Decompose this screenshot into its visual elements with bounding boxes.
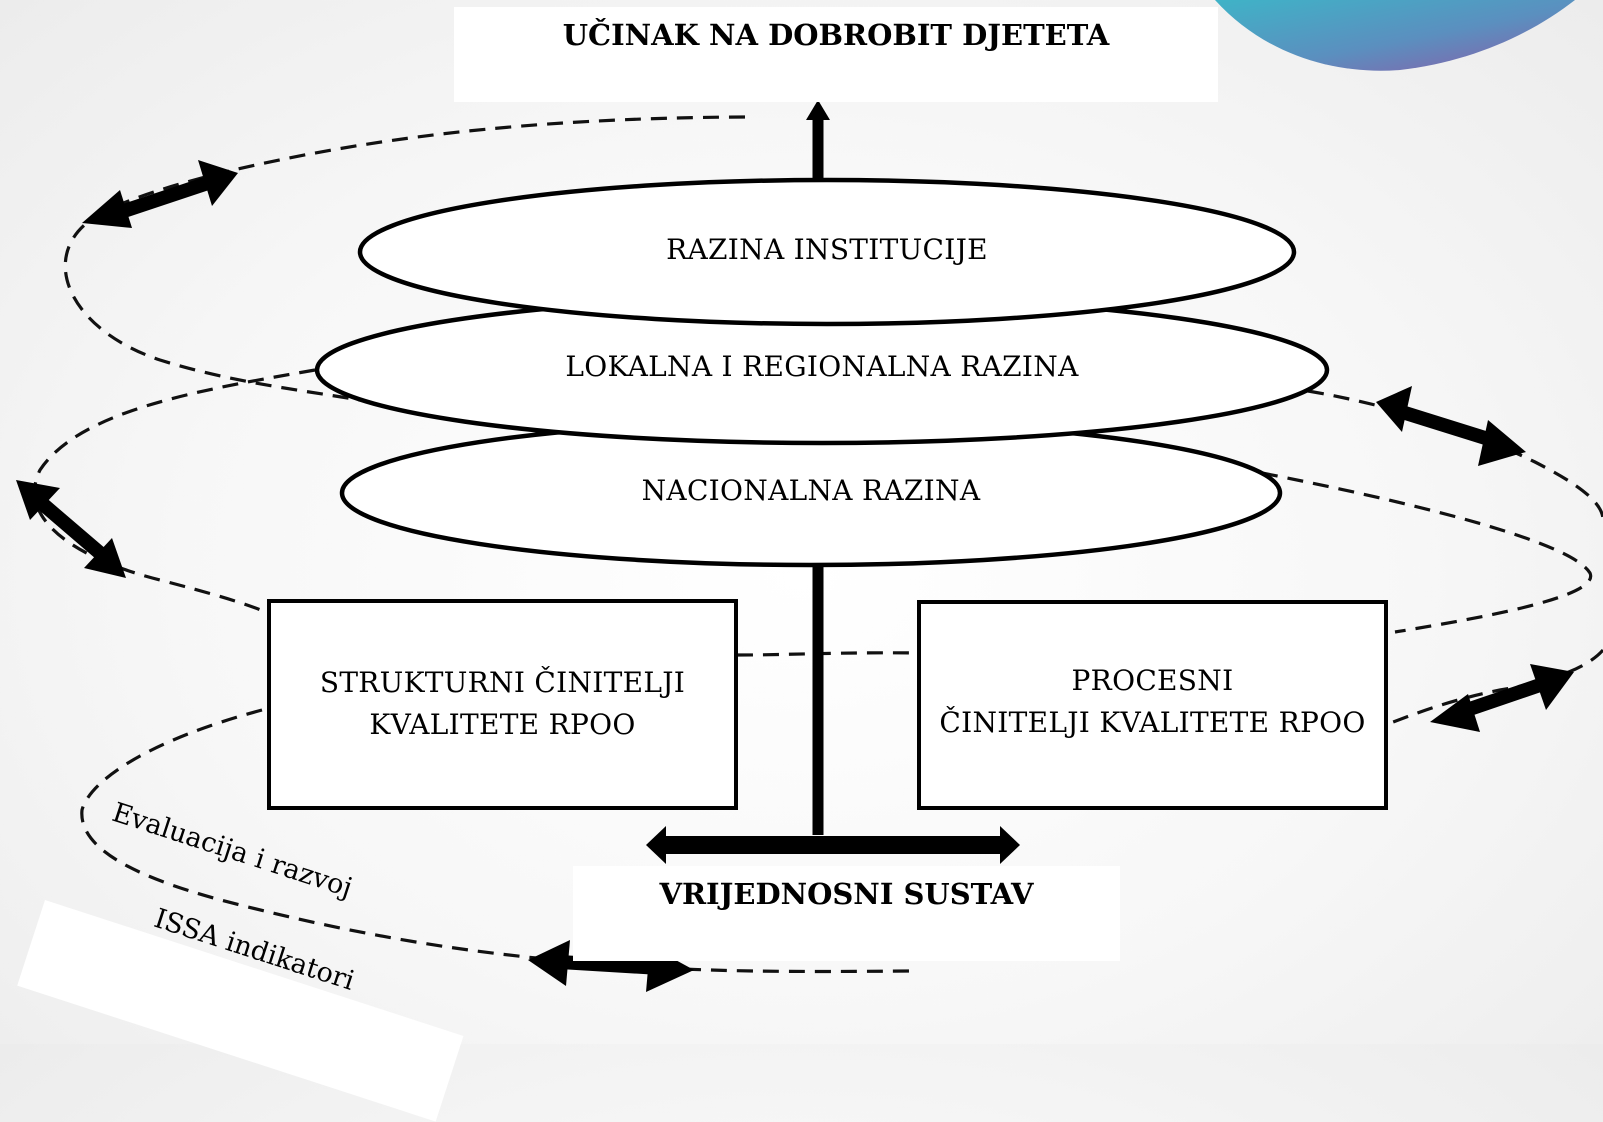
outcome-box xyxy=(454,7,1218,102)
logo-arc-decoration xyxy=(1215,0,1575,71)
national-level-label: NACIONALNA RAZINA xyxy=(641,474,981,507)
middle-cycle-curve xyxy=(33,368,316,615)
outcome-label: UČINAK NA DOBROBIT DJETETA xyxy=(562,18,1110,52)
cycle-arrow-top-left xyxy=(82,160,238,228)
cycle-arrow-left xyxy=(16,480,126,578)
outcome-arrowhead xyxy=(806,100,830,120)
structural-factors-line2: KVALITETE RPOO xyxy=(369,708,636,741)
cycle-arrow-right-upper xyxy=(1376,386,1526,466)
structural-factors-box xyxy=(267,599,738,810)
structural-factors-line1: STRUKTURNI ČINITELJI xyxy=(319,666,686,699)
cycle-arrow-right-lower xyxy=(1430,664,1574,732)
process-factors-line2: ČINITELJI KVALITETE RPOO xyxy=(939,706,1366,739)
institution-level-ellipse xyxy=(357,177,1297,327)
value-system-label: VRIJEDNOSNI SUSTAV xyxy=(659,877,1034,911)
bottom-cycle-curve xyxy=(80,708,911,974)
structural-factors-label: STRUKTURNI ČINITELJI KVALITETE RPOO xyxy=(267,662,738,746)
diagram-connectors xyxy=(16,100,1603,992)
institution-level-label: RAZINA INSTITUCIJE xyxy=(666,233,988,266)
bar-right-arrowhead xyxy=(1000,826,1020,864)
process-factors-label: PROCESNI ČINITELJI KVALITETE RPOO xyxy=(917,660,1388,744)
local-regional-level-label: LOKALNA I REGIONALNA RAZINA xyxy=(565,350,1079,383)
value-system-box xyxy=(573,866,1120,961)
process-factors-line1: PROCESNI xyxy=(1071,664,1234,697)
bar-left-arrowhead xyxy=(646,826,666,864)
lower-right-cycle-curve xyxy=(1261,471,1593,634)
lower-right-cycle-curve-2 xyxy=(1384,648,1603,727)
process-factors-box xyxy=(917,600,1388,810)
levels-ellipses xyxy=(314,177,1330,568)
